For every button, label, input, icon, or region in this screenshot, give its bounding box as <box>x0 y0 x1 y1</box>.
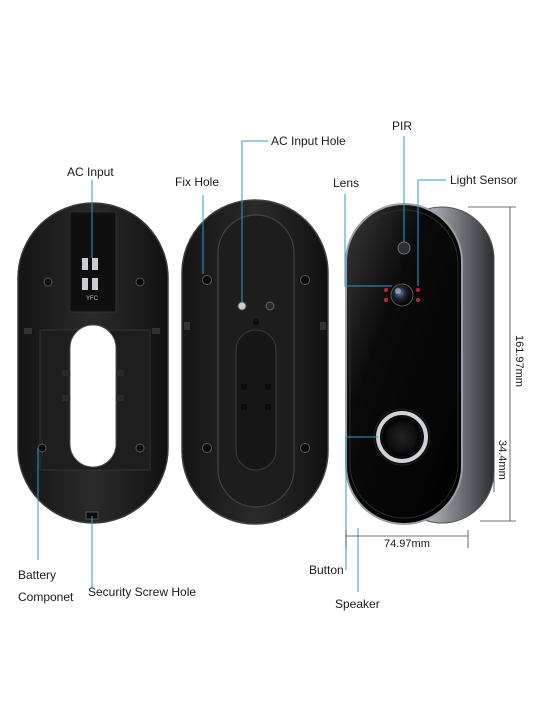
label-pir: PIR <box>392 119 413 133</box>
label-light-sensor: Light Sensor <box>450 173 518 187</box>
label-fix-hole: Fix Hole <box>175 175 220 189</box>
dimension-lines <box>345 206 516 548</box>
label-battery: Battery <box>18 568 57 582</box>
dimension-height: 161.97mm <box>513 335 525 387</box>
mounting-bracket: YFC <box>17 202 169 524</box>
label-lens: Lens <box>333 176 360 190</box>
pir-sensor-icon <box>397 241 411 255</box>
board-text: YFC <box>86 296 99 302</box>
ac-input-hole-icon <box>237 301 247 311</box>
label-ac-input: AC Input <box>67 165 114 179</box>
light-sensor-icon <box>416 288 420 292</box>
housing-back <box>181 199 329 525</box>
label-componet: Componet <box>18 590 74 604</box>
lens-icon <box>390 283 414 307</box>
dimension-depth: 34.4mm <box>496 440 508 480</box>
bracket-slot <box>69 324 117 468</box>
dimension-width: 74.97mm <box>384 538 430 550</box>
battery-componet-icon <box>37 443 47 453</box>
label-button: Button <box>309 563 344 577</box>
doorbell-front <box>345 203 495 525</box>
label-ac-input-hole: AC Input Hole <box>271 134 346 148</box>
fix-hole-icon <box>43 277 53 287</box>
label-speaker: Speaker <box>335 597 380 611</box>
label-security-screw-hole: Security Screw Hole <box>88 585 197 599</box>
leader-lines <box>37 136 446 592</box>
